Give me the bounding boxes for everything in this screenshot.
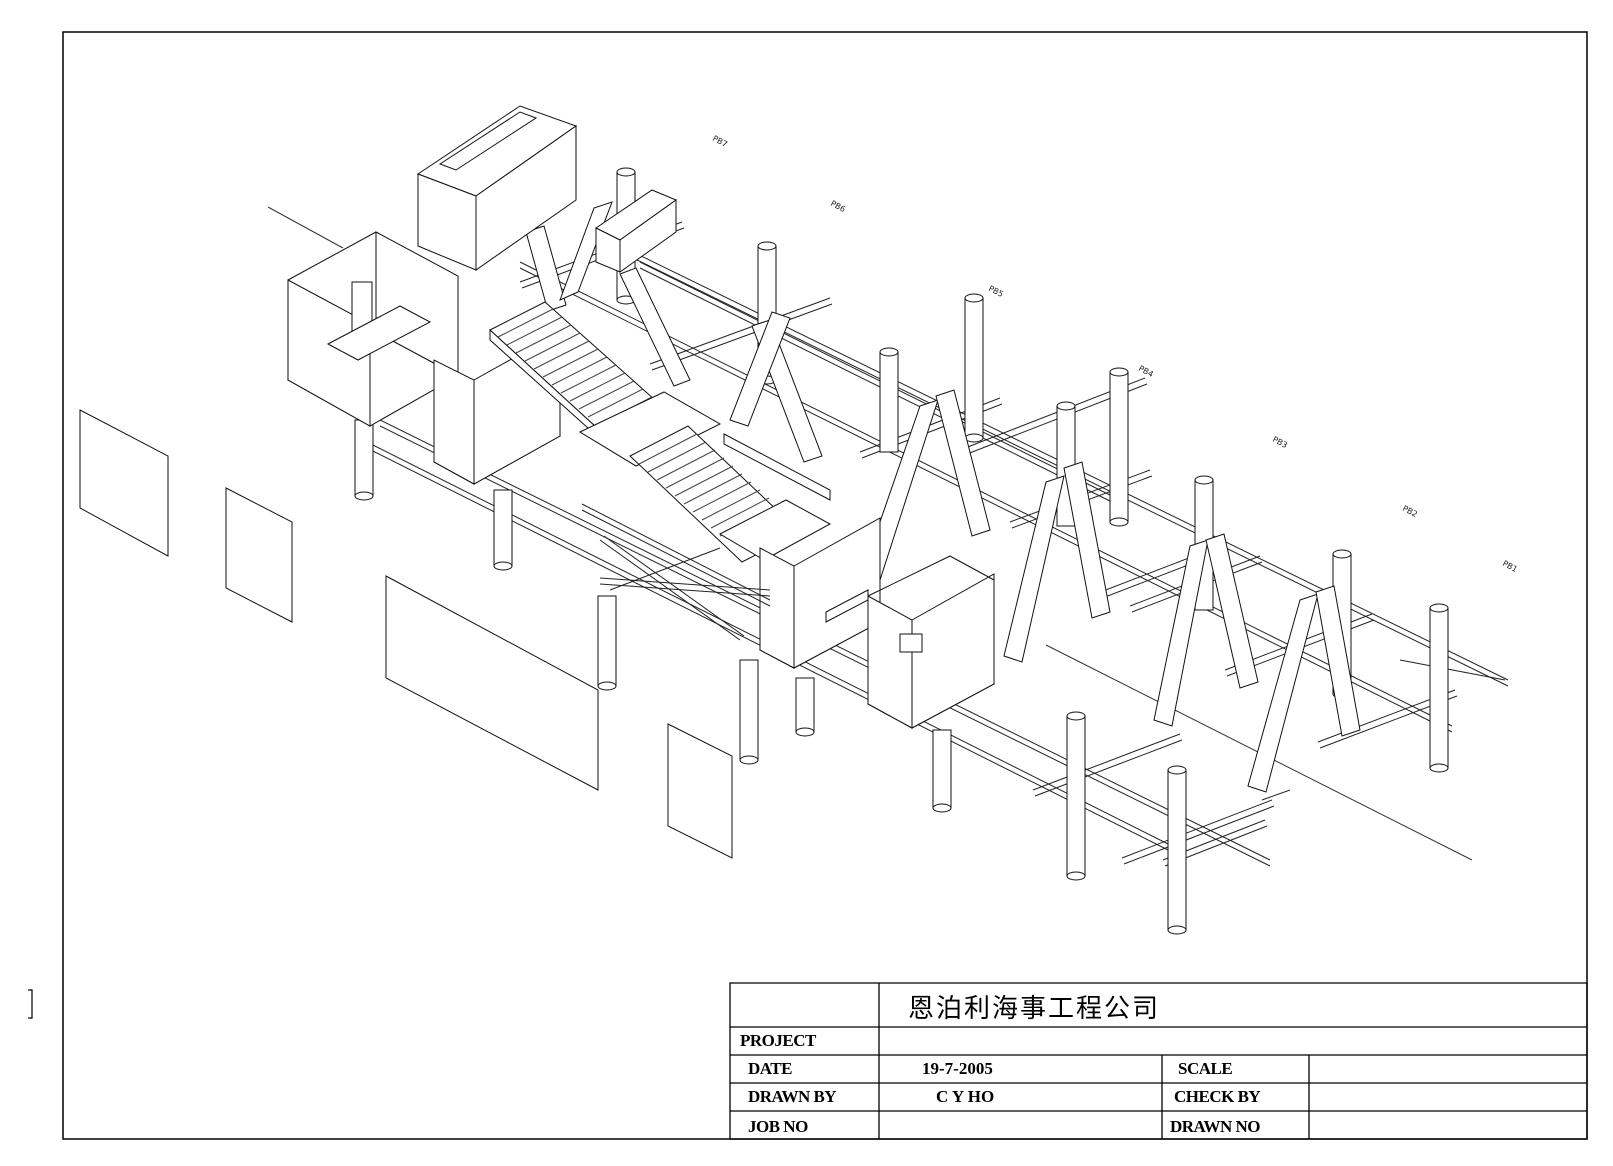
- pile: [880, 348, 898, 452]
- pile: [1110, 368, 1128, 526]
- panel-plate: [226, 488, 292, 622]
- left-frame-box: [288, 232, 458, 426]
- pile: [494, 490, 512, 570]
- date-label: DATE: [748, 1059, 792, 1078]
- date-value: 19-7-2005: [922, 1059, 993, 1078]
- isometric-structure-drawing: PB7 PB6 PB5 PB4 PB3 PB2 PB1: [80, 106, 1519, 934]
- pile: [933, 730, 951, 812]
- stair-right-frame: [724, 434, 880, 668]
- panel-plates: [80, 410, 732, 858]
- pile-label-pb3: PB3: [1271, 435, 1289, 450]
- drawn-by-value: C Y HO: [936, 1087, 995, 1106]
- drawn-by-label: DRAWN BY: [748, 1087, 837, 1106]
- drawn-no-label: DRAWN NO: [1170, 1117, 1260, 1136]
- panel-plate: [80, 410, 168, 556]
- right-frame-box: [826, 556, 994, 728]
- scale-label: SCALE: [1178, 1059, 1233, 1078]
- job-no-label: JOB NO: [748, 1117, 808, 1136]
- pile: [965, 294, 983, 442]
- pile: [1067, 712, 1085, 880]
- pile: [1430, 604, 1448, 772]
- panel-plate: [386, 576, 598, 790]
- cross-bracing: [582, 504, 770, 640]
- pile-cap-block-large: [418, 106, 576, 270]
- check-by-label: CHECK BY: [1174, 1087, 1261, 1106]
- reference-line-top: [268, 207, 343, 248]
- margin-bracket: [28, 990, 32, 1018]
- pile-cap-block-small: [596, 190, 676, 272]
- lower-stair-flight: [630, 426, 830, 562]
- stair-landing: [580, 392, 720, 466]
- pile: [598, 596, 616, 690]
- pile: [1168, 766, 1186, 934]
- pile-label-pb5: PB5: [987, 284, 1005, 299]
- pile-label-pb6: PB6: [829, 199, 847, 214]
- pile-label-pb7: PB7: [711, 134, 729, 149]
- company-name: 恩泊利海事工程公司: [908, 994, 1161, 1024]
- upper-stair-flight: [490, 302, 664, 446]
- project-label: PROJECT: [740, 1031, 816, 1050]
- vertical-piles: [355, 168, 1448, 934]
- raked-piles: [526, 202, 1360, 792]
- pile: [740, 660, 758, 764]
- pile-label-pb4: PB4: [1137, 364, 1155, 379]
- pile: [355, 420, 373, 500]
- panel-plate: [668, 724, 732, 858]
- pile-label-pb2: PB2: [1401, 504, 1419, 519]
- title-block: [730, 983, 1587, 1139]
- pile-label-pb1: PB1: [1501, 559, 1519, 574]
- pile: [796, 678, 814, 736]
